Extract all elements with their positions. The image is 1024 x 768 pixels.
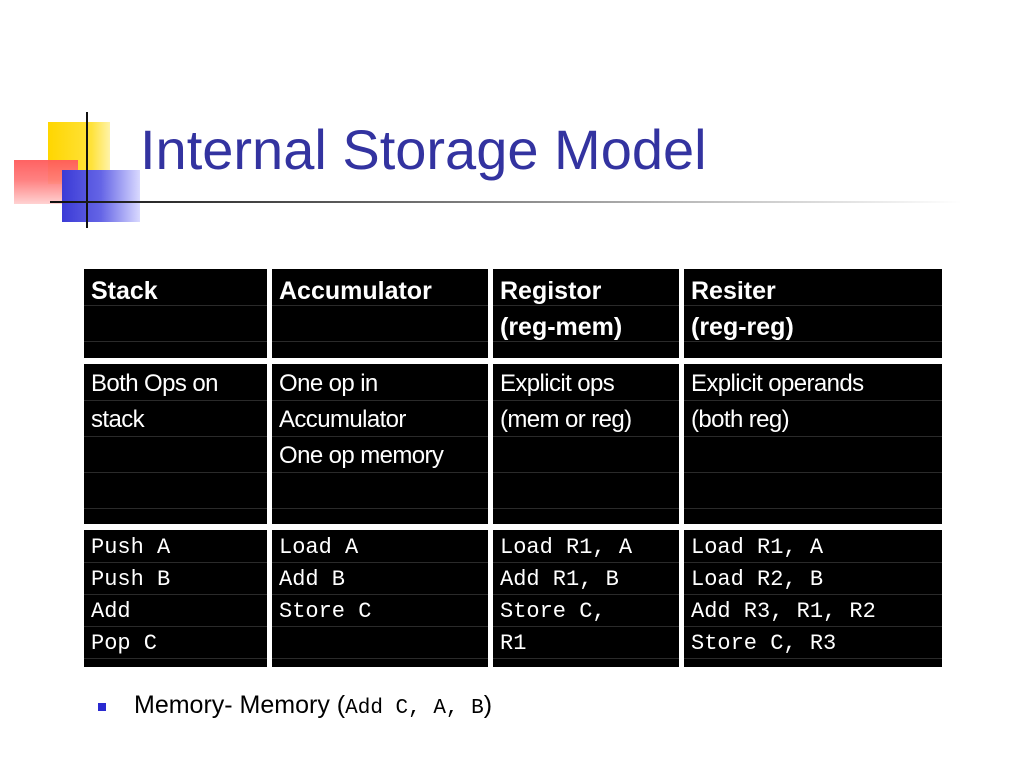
code-cell-resiter: Load R1, A Load R2, B Add R3, R1, R2 Sto… (684, 530, 942, 667)
header-line: Resiter (691, 277, 776, 305)
bullet-suffix: ) (483, 691, 493, 719)
code-line: Pop C (91, 631, 158, 656)
title-underline (50, 201, 962, 203)
desc-cell-registor: Explicit ops (mem or reg) (493, 364, 679, 524)
desc-resiter: Explicit operands (both reg) (691, 366, 864, 438)
header-cell-registor: Registor (reg-mem) (493, 269, 679, 358)
code-cell-stack: Push A Push B Add Pop C (84, 530, 267, 667)
desc-stack: Both Ops on stack (91, 366, 218, 438)
code-line: Add (91, 599, 131, 624)
code-line: Store C, R3 (691, 631, 837, 656)
desc-line: One op memory (279, 442, 444, 469)
header-resiter: Resiter (reg-reg) (691, 273, 794, 345)
bullet-code: Add C, A, B (345, 697, 484, 720)
code-cell-accumulator: Load A Add B Store C (272, 530, 488, 667)
blue-square (62, 170, 140, 222)
header-line: (reg-mem) (500, 313, 623, 341)
header-cell-resiter: Resiter (reg-reg) (684, 269, 942, 358)
code-line: Add R1, B (500, 567, 619, 592)
bullet-prefix: Memory- Memory ( (134, 691, 346, 719)
desc-cell-accumulator: One op in Accumulator One op memory (272, 364, 488, 524)
code-accumulator: Load A Add B Store C (279, 532, 371, 628)
code-line: Load R2, B (691, 567, 824, 592)
desc-accumulator: One op in Accumulator One op memory (279, 366, 444, 474)
header-stack: Stack (91, 273, 158, 309)
desc-cell-stack: Both Ops on stack (84, 364, 267, 524)
code-line: Push A (91, 535, 171, 560)
code-registor: Load R1, A Add R1, B Store C, R1 (500, 532, 632, 660)
bullet-marker (98, 703, 106, 711)
desc-line: Accumulator (279, 406, 406, 433)
desc-line: Both Ops on (91, 370, 218, 397)
code-stack: Push A Push B Add Pop C (91, 532, 170, 660)
code-line: R1 (500, 631, 527, 656)
desc-registor: Explicit ops (mem or reg) (500, 366, 632, 438)
desc-line: stack (91, 406, 145, 433)
code-line: Add B (279, 567, 346, 592)
desc-line: One op in (279, 370, 378, 397)
code-line: Load A (279, 535, 359, 560)
code-line: Store C, (500, 599, 606, 624)
desc-line: (mem or reg) (500, 406, 632, 433)
code-line: Load R1, A (500, 535, 633, 560)
header-line: Stack (91, 277, 158, 305)
header-line: (reg-reg) (691, 313, 794, 341)
code-cell-registor: Load R1, A Add R1, B Store C, R1 (493, 530, 679, 667)
header-accumulator: Accumulator (279, 273, 432, 309)
header-line: Registor (500, 277, 602, 305)
desc-line: Explicit ops (500, 370, 615, 397)
slide-title: Internal Storage Model (140, 118, 707, 181)
desc-line: (both reg) (691, 406, 790, 433)
code-line: Push B (91, 567, 171, 592)
logo-squares (0, 0, 140, 240)
code-line: Store C (279, 599, 372, 624)
desc-line: Explicit operands (691, 370, 864, 397)
bullet-item: Memory- Memory (Add C, A, B) (134, 688, 492, 726)
code-line: Load R1, A (691, 535, 824, 560)
header-line: Accumulator (279, 277, 432, 305)
header-registor: Registor (reg-mem) (500, 273, 622, 345)
code-resiter: Load R1, A Load R2, B Add R3, R1, R2 Sto… (691, 532, 876, 660)
storage-model-table: Stack Accumulator Registor (reg-mem) Res… (82, 267, 944, 669)
code-line: Add R3, R1, R2 (691, 599, 876, 624)
logo-vertical-line (86, 112, 88, 228)
header-cell-stack: Stack (84, 269, 267, 358)
header-cell-accumulator: Accumulator (272, 269, 488, 358)
desc-cell-resiter: Explicit operands (both reg) (684, 364, 942, 524)
